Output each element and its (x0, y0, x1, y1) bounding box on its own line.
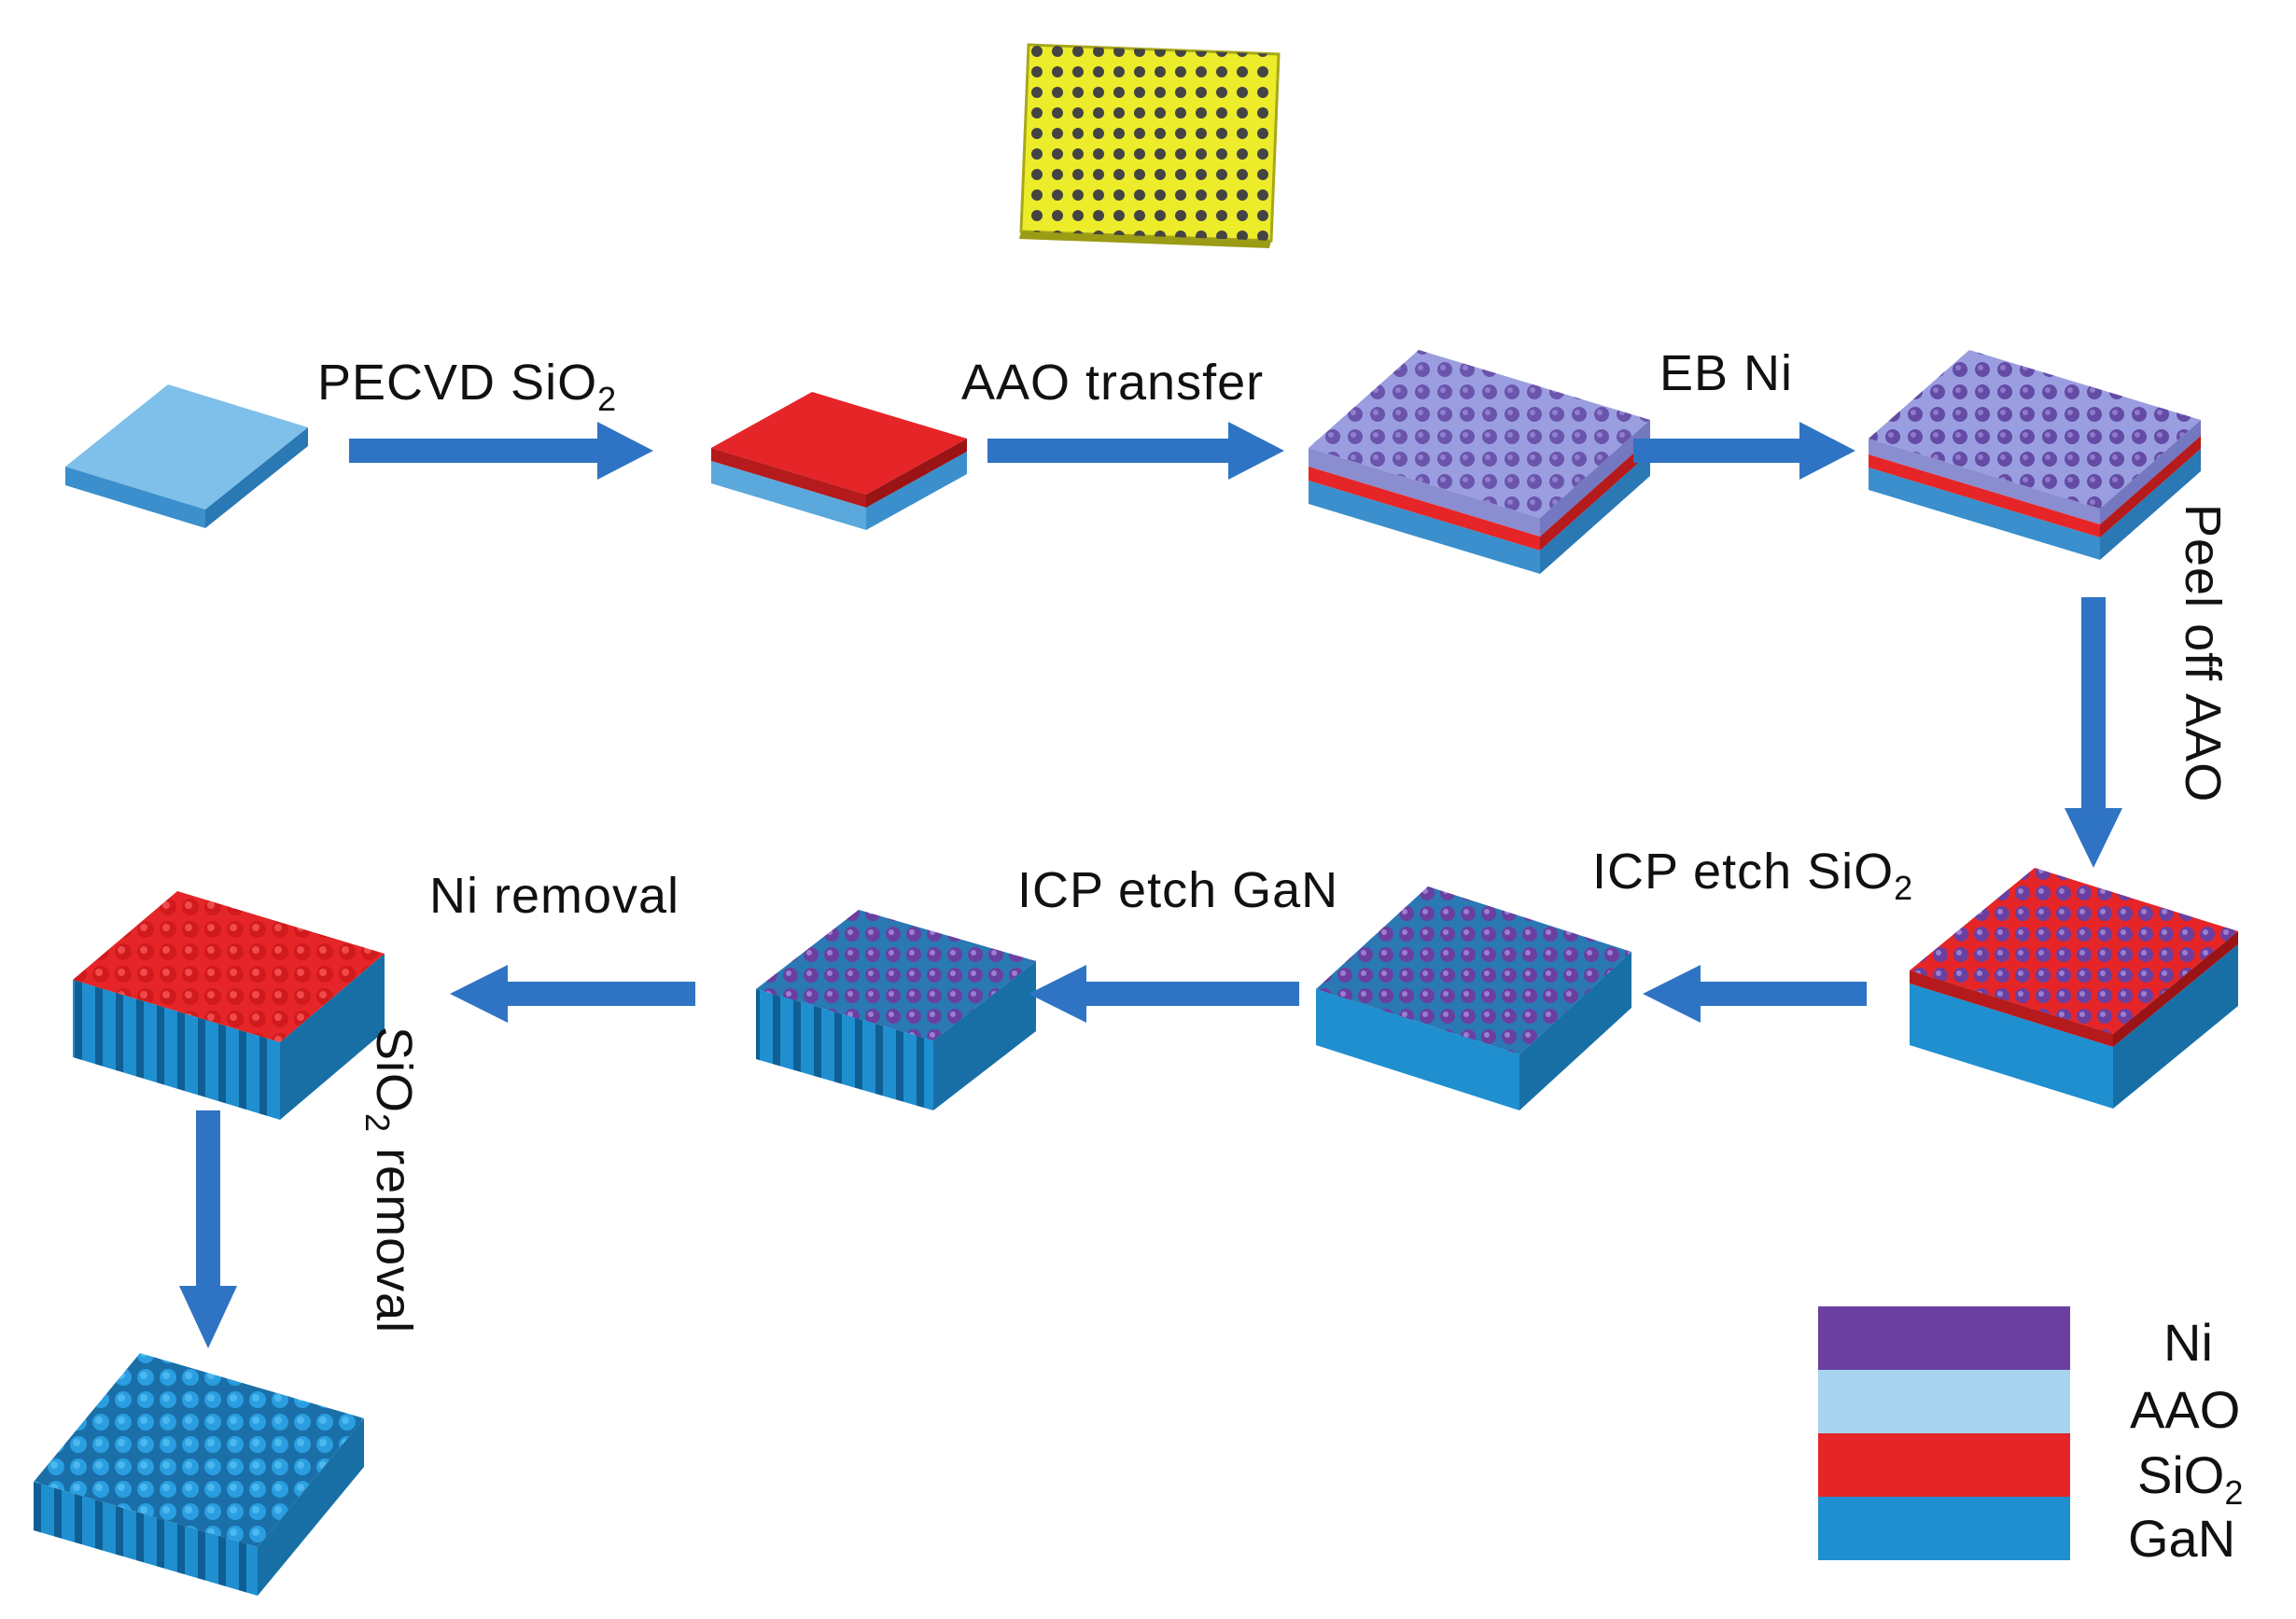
legend: Ni AAO SiO2 GaN (1818, 1306, 2243, 1568)
arrow-peel-off (2065, 597, 2122, 868)
ni-on-sio2 (1910, 868, 2238, 1109)
label-icp-gan: ICP etch GaN (1017, 862, 1338, 918)
aao-membrane (1019, 43, 1281, 248)
label-peel-off: Peel off AAO (2175, 504, 2231, 803)
legend-swatch-sio2 (1818, 1433, 2070, 1497)
arrow-icp-gan (1029, 965, 1299, 1023)
arrow-sio2-removal (179, 1110, 237, 1348)
arrow-aao-transfer (987, 422, 1284, 480)
arrow-pecvd (349, 422, 653, 480)
aao-stack (1309, 350, 1650, 574)
arrow-ni-removal (450, 965, 695, 1023)
arrow-eb-ni (1633, 422, 1855, 480)
legend-label-sio2: SiO2 (2137, 1445, 2243, 1512)
arrow-icp-sio2 (1643, 965, 1867, 1023)
legend-label-aao: AAO (2130, 1380, 2240, 1439)
legend-swatch-gan (1818, 1497, 2070, 1560)
gan-substrate (65, 384, 308, 528)
label-pecvd: PECVD SiO2 (317, 355, 617, 418)
ni-aao-stack (1869, 350, 2201, 560)
gan-nanorods (34, 1353, 364, 1596)
label-sio2-removal: SiO2 removal (358, 1026, 422, 1333)
gan-etched (756, 910, 1036, 1110)
label-aao-transfer: AAO transfer (961, 355, 1264, 411)
legend-swatch-ni (1818, 1306, 2070, 1370)
label-ni-removal: Ni removal (429, 868, 679, 924)
label-eb-ni: EB Ni (1659, 345, 1793, 401)
legend-label-ni: Ni (2163, 1313, 2213, 1372)
legend-label-gan: GaN (2128, 1509, 2235, 1568)
sio2-etched (1316, 886, 1631, 1110)
legend-swatch-aao (1818, 1370, 2070, 1433)
sio2-on-gan (711, 392, 967, 530)
ni-removed (73, 891, 385, 1120)
label-icp-sio2: ICP etch SiO2 (1592, 844, 1913, 907)
